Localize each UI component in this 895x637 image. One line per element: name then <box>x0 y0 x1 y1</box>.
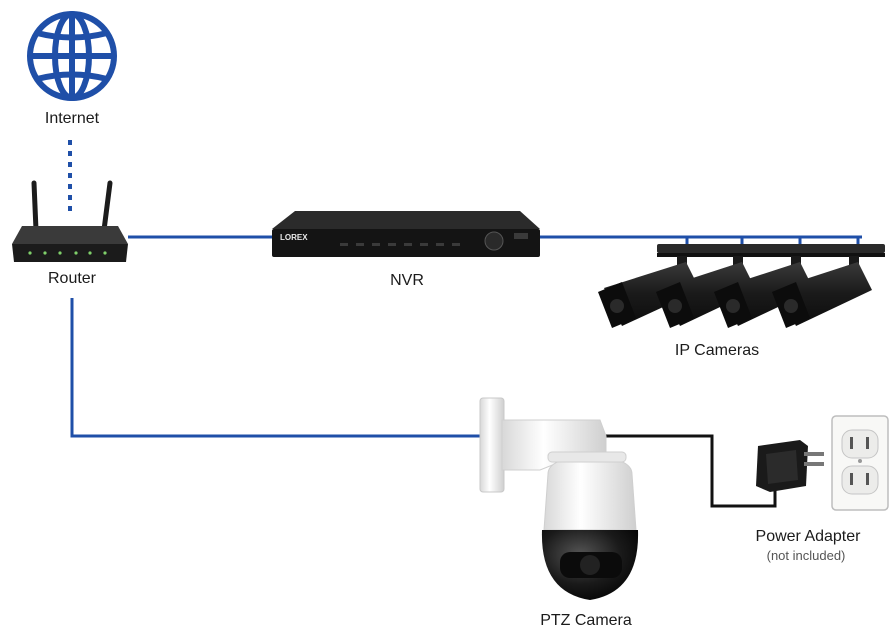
power-cable <box>606 434 777 508</box>
ip-camera-icon <box>656 256 756 328</box>
ip-camera-icon <box>598 256 700 328</box>
ip-cameras-group <box>598 244 885 328</box>
network-cables <box>70 235 862 438</box>
wall-outlet-icon <box>831 415 889 511</box>
router-label: Router <box>47 270 97 287</box>
globe-icon <box>27 11 117 101</box>
power-adapter-note: (not included) <box>766 548 846 563</box>
ip-cameras-label: IP Cameras <box>674 342 760 359</box>
ip-camera-icon <box>714 256 814 328</box>
ip-camera-icon <box>772 256 872 328</box>
power-adapter-icon <box>756 440 824 492</box>
router-icon <box>12 180 128 262</box>
ptz-camera-icon <box>479 397 639 600</box>
nvr-label: NVR <box>390 272 424 289</box>
power-adapter-label: Power Adapter <box>755 528 861 545</box>
ptz-camera-label: PTZ Camera <box>540 612 632 629</box>
internet-label: Internet <box>44 110 100 127</box>
nvr-brand-logo: LOREX <box>280 233 308 242</box>
nvr-icon: LOREX <box>272 211 540 257</box>
